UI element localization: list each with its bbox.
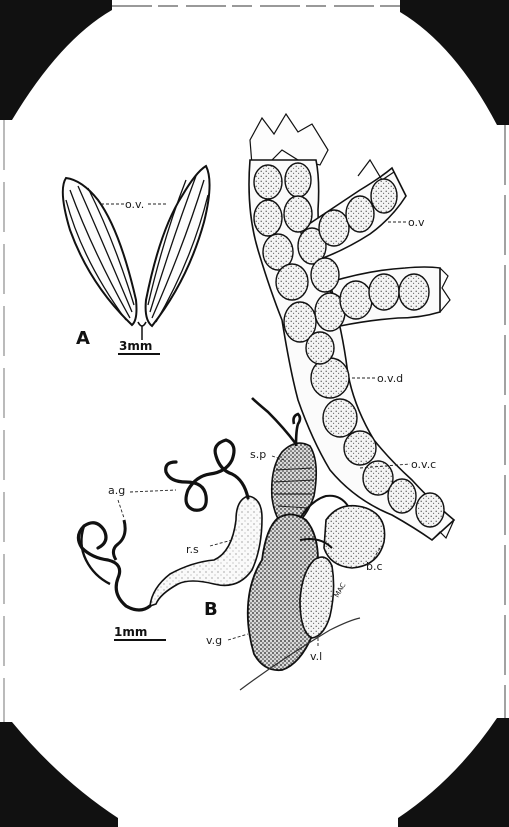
- label-accessory-gland: a.g: [108, 484, 125, 497]
- label-common-oviduct: o.v.c: [411, 458, 436, 471]
- label-small-note: MAC: [333, 581, 348, 599]
- label-receptaculum: r.s: [186, 543, 199, 556]
- label-bursa: b.c: [366, 560, 383, 573]
- panel-label-b: B: [204, 599, 218, 620]
- corner-mount-bottom-right: [398, 718, 509, 827]
- label-spermatheca: s.p: [250, 448, 266, 461]
- label-ovary-a: o.v.: [125, 198, 144, 211]
- corner-mount-bottom-left: [0, 722, 118, 827]
- scale-bar-b-label: 1mm: [114, 625, 147, 639]
- label-vagina: v.g: [206, 634, 222, 647]
- scale-bar-a-label: 3mm: [119, 339, 152, 353]
- label-ovarioles: o.v: [408, 216, 425, 229]
- label-vulva: v.l: [310, 650, 322, 663]
- corner-mount-top-left: [0, 0, 112, 120]
- panel-label-a: A: [76, 328, 90, 349]
- figure-a-ovaries: [63, 166, 210, 340]
- corner-mount-top-right: [400, 0, 509, 125]
- label-oviduct: o.v.d: [377, 372, 403, 385]
